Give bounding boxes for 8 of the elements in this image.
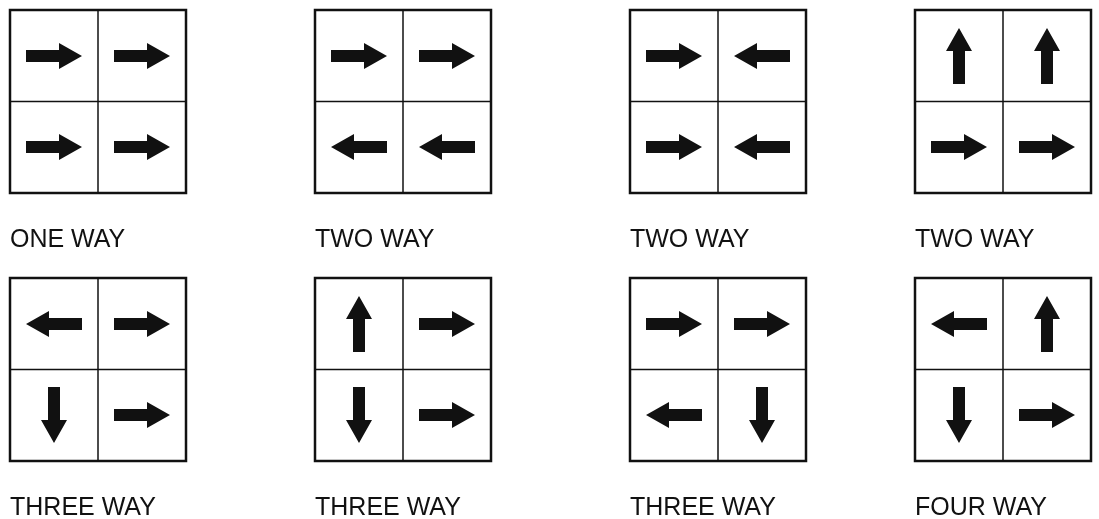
caption-label: THREE WAY: [315, 491, 461, 519]
caption-label: TWO WAY: [915, 223, 1035, 253]
caption-label: TWO WAY: [315, 223, 435, 253]
caption-label: FOUR WAY: [915, 491, 1047, 519]
caption-label: THREE WAY: [630, 491, 776, 519]
caption-label: TWO WAY: [630, 223, 750, 253]
caption-label: THREE WAY: [10, 491, 156, 519]
caption-label: ONE WAY: [10, 223, 126, 253]
